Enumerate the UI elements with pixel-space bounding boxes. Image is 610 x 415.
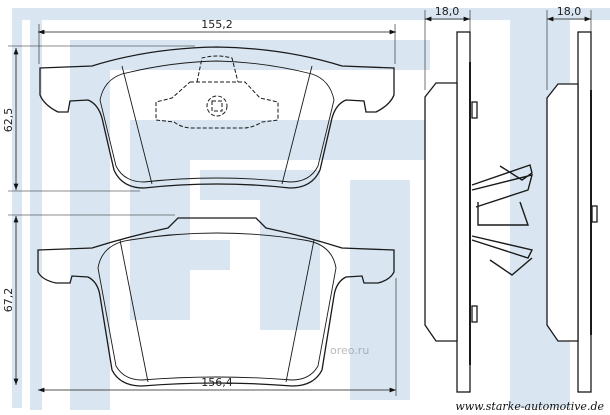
bottom-width-label: 156,4	[201, 376, 233, 389]
top-height-label: 62,5	[2, 108, 15, 133]
bottom-height-label: 67,2	[2, 288, 15, 313]
side-view-1	[424, 10, 534, 393]
watermark-text: oreo.ru	[330, 344, 370, 357]
bottom-pad-outline	[37, 217, 395, 387]
side-view-2	[546, 10, 598, 393]
side-thickness-label-1: 18,0	[435, 5, 460, 18]
website-url: www.starke-automotive.de	[455, 400, 604, 413]
top-pad-outline	[39, 46, 395, 189]
side-thickness-label-2: 18,0	[557, 5, 582, 18]
top-width-label: 155,2	[201, 18, 233, 31]
